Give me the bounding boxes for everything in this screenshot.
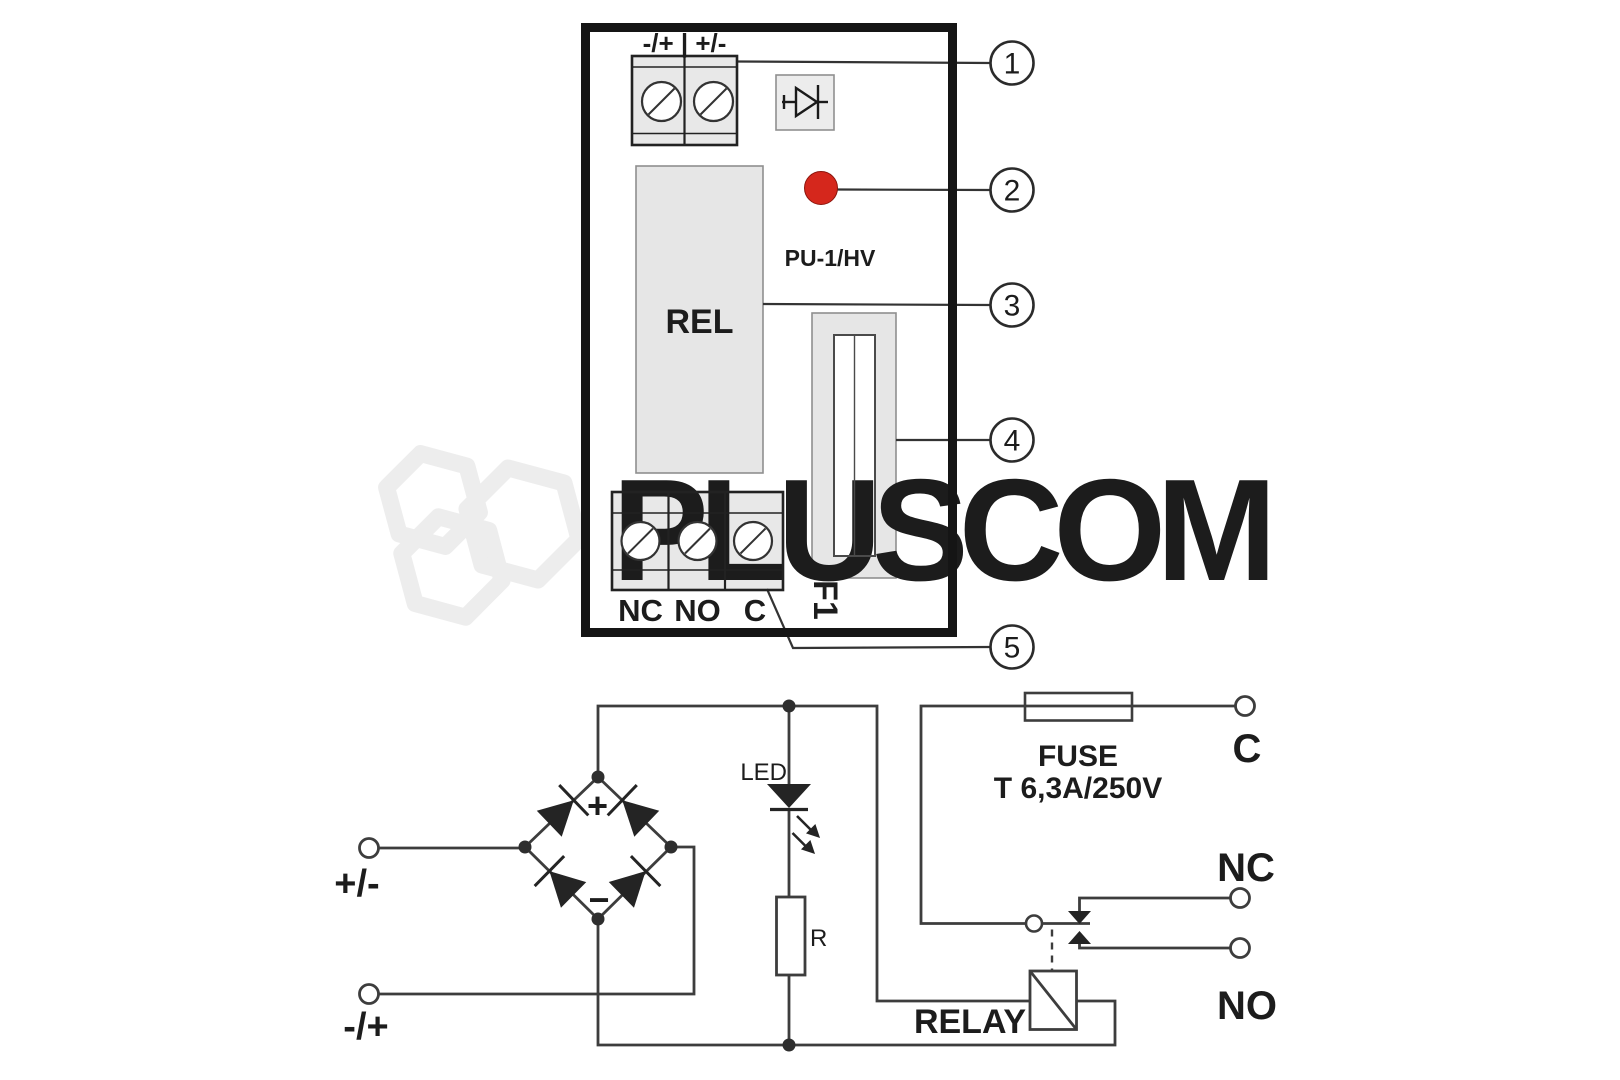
input-terminal-minus: -/+ [343, 983, 389, 1048]
watermark-logo-icon [378, 445, 588, 626]
fuse-block-label: F1 [806, 580, 844, 620]
terminal-no-label: NO [674, 593, 721, 628]
relay-block-body [635, 165, 764, 474]
screw-terminal-icon [640, 80, 735, 123]
bridge-plus-label: + [587, 785, 608, 826]
callout-4-number: 4 [1004, 425, 1021, 458]
module-outline [581, 23, 957, 637]
bridge-diode-icon [608, 855, 662, 908]
no-contact-arrow-icon [1068, 931, 1091, 944]
callout-5: 5 [989, 624, 1035, 670]
watermark: PLUSCOM [378, 445, 1278, 626]
input-minus-label: -/+ [343, 1006, 388, 1048]
contact-nc-label: NC [1217, 846, 1275, 890]
contact-c-label: C [1233, 727, 1262, 771]
led-label: LED [740, 759, 787, 786]
output-terminal-block [610, 490, 785, 592]
fuse-name-label: FUSE [1038, 740, 1118, 773]
relay-label: RELAY [914, 1003, 1026, 1041]
relay-contacts [1024, 911, 1091, 944]
model-label: PU-1/HV [785, 245, 876, 271]
led-triangle-icon [767, 784, 811, 808]
fuse-symbol: FUSE T 6,3A/250V [994, 691, 1162, 805]
bridge-diode-icon [536, 784, 590, 837]
led-symbol: LED [740, 759, 821, 855]
schematic: +/- -/+ + − [334, 691, 1277, 1052]
watermark-text: PLUSCOM [612, 449, 1268, 611]
contact-no-label: NO [1217, 984, 1277, 1028]
led-indicator [804, 171, 838, 205]
callout-3-number: 3 [1004, 290, 1021, 323]
module-view: -/+ | +/- PU-1/HV REL F1 [581, 23, 1035, 670]
input-plus-label: +/- [334, 863, 379, 905]
input-terminal-plus: +/- [334, 837, 380, 905]
resistor-symbol: R [775, 895, 827, 977]
input-terminals-label: -/+ | +/- [643, 28, 727, 58]
callout-5-number: 5 [1004, 632, 1021, 665]
bridge-diode-icon [606, 784, 660, 837]
bridge-rectifier: + − [533, 784, 662, 920]
relay-coil: RELAY [914, 969, 1078, 1041]
callout-4: 4 [989, 417, 1035, 463]
led-light-arrows-icon [791, 815, 821, 855]
fuse-holder-slot [833, 334, 876, 557]
callout-3: 3 [989, 282, 1035, 328]
input-terminal-block [630, 54, 739, 147]
callout-2-number: 2 [1004, 175, 1021, 208]
nc-contact-arrow-icon [1068, 911, 1091, 924]
screw-terminal-icon [620, 520, 774, 562]
terminal-c-label: C [744, 593, 766, 628]
callout-2: 2 [989, 167, 1035, 213]
callouts: 1 2 3 4 5 [989, 40, 1035, 670]
output-terminal-c: C [1233, 695, 1262, 771]
callout-1: 1 [989, 40, 1035, 86]
terminal-nc-label: NC [618, 593, 663, 628]
bridge-minus-label: − [588, 879, 609, 920]
diode-icon [782, 85, 828, 119]
callout-1-number: 1 [1004, 48, 1021, 81]
resistor-label: R [810, 925, 827, 952]
junction-dots [518, 699, 796, 1052]
bridge-diode-icon [533, 855, 587, 908]
fuse-rating-label: T 6,3A/250V [994, 772, 1162, 805]
relay-block-label: REL [666, 303, 734, 341]
output-terminal-nc: NC [1217, 846, 1275, 909]
contact-pole-icon [1024, 914, 1044, 933]
output-terminal-no: NO [1217, 937, 1277, 1028]
